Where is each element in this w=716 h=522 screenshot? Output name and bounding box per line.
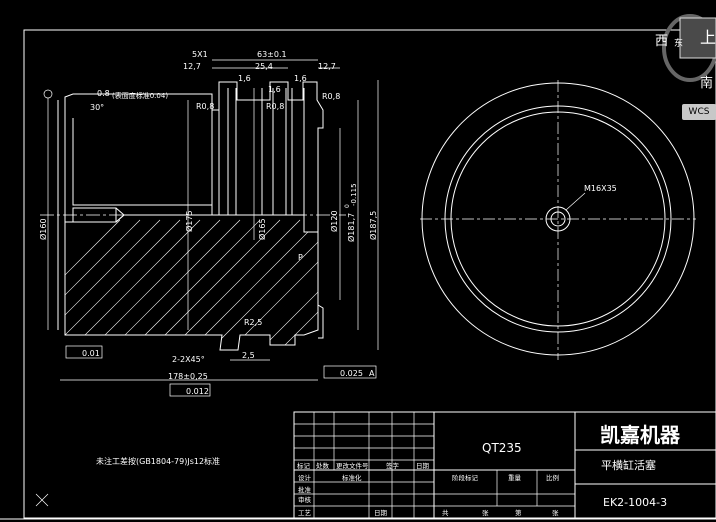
dim-181-tol-up: 0 xyxy=(344,204,351,208)
section-view xyxy=(40,59,379,397)
tb-drawing-no: EK2-1004-3 xyxy=(603,496,667,509)
dim-r0-8-c: R0,8 xyxy=(322,92,340,101)
dim-178: 178±0,25 xyxy=(168,372,208,381)
flat-tol-value: 0.012 xyxy=(186,387,209,396)
viewcube-top-face[interactable] xyxy=(679,17,716,59)
dim-165: Ø165 xyxy=(257,218,267,240)
tb-weight-label: 重量 xyxy=(508,474,522,482)
dim-12-7-right: 12,7 xyxy=(318,62,336,71)
dim-12-7-left: 12,7 xyxy=(183,62,201,71)
viewcube-compass-ring[interactable] xyxy=(662,14,716,82)
wcs-dropdown-button[interactable]: WCS xyxy=(682,104,716,120)
tb-date-label: 日期 xyxy=(374,509,388,517)
dim-30-deg: 30° xyxy=(90,103,104,112)
tb-header-docno: 更改文件号 xyxy=(336,461,369,470)
dim-181-7: Ø181,7 xyxy=(346,213,356,242)
profile-inner-top xyxy=(72,118,212,206)
tb-material: QT235 xyxy=(482,441,522,455)
round-tol-value: 0.025 xyxy=(340,369,363,378)
conc-tol-value: 0.01 xyxy=(82,349,100,358)
tb-header-count: 处数 xyxy=(316,461,330,470)
viewcube-east-label[interactable]: 东 xyxy=(674,39,684,49)
dim-r0-8-b: R0,8 xyxy=(266,102,284,111)
m16-leader xyxy=(565,192,586,211)
viewcube-south-label[interactable]: 南 xyxy=(700,76,714,91)
dim-1-6-b: 1,6 xyxy=(294,74,307,83)
dim-1-6-a: 1,6 xyxy=(238,74,251,83)
tolerance-note: 未注工差按(GB1804-79)Js12标准 xyxy=(96,456,220,466)
dim-25-4: 25,4 xyxy=(255,62,273,71)
dim-120: Ø120 xyxy=(329,210,339,232)
dim-1-6-c: 1,6 xyxy=(268,85,281,94)
ucs-icon xyxy=(35,493,49,507)
tb-header-mark: 标记 xyxy=(297,461,311,470)
dim-181-tol-dn: -0.115 xyxy=(350,183,358,206)
flat-tol-frame xyxy=(169,383,211,397)
tb-sheet-of: 第 xyxy=(515,508,522,517)
viewcube-top-label[interactable]: 上 xyxy=(700,28,716,47)
tb-role-review: 审核 xyxy=(298,495,312,504)
round-tol-ref: A xyxy=(369,369,375,378)
profile-upper xyxy=(64,81,324,339)
dim-0-8: 0.8 xyxy=(97,89,110,98)
tb-std-label: 标准化 xyxy=(342,473,362,482)
tb-header-date: 日期 xyxy=(416,462,430,470)
tb-sheet-total: 共 xyxy=(442,508,449,517)
dim-5x1: 5X1 xyxy=(192,50,208,59)
tb-scale-label: 比例 xyxy=(546,473,559,482)
title-block-frame xyxy=(293,411,716,519)
viewcube-west-label[interactable]: 西 xyxy=(655,34,669,49)
tb-sheet-label2: 张 xyxy=(552,508,559,517)
dim-r0-8-a: R0,8 xyxy=(196,102,214,111)
dim-175: Ø175 xyxy=(184,210,194,232)
tb-stage-label: 阶段标记 xyxy=(452,473,479,482)
tb-header-sign: 签字 xyxy=(386,461,400,470)
tb-role-process: 工艺 xyxy=(298,509,312,517)
dim-63: 63±0.1 xyxy=(257,50,287,59)
round-tol-frame xyxy=(323,365,377,379)
viewcube[interactable] xyxy=(656,0,716,100)
datum-symbol xyxy=(43,89,53,99)
hatch-pattern xyxy=(65,219,318,350)
dim-p-label: P xyxy=(298,253,303,262)
dim-chamfer: 2-2X45° xyxy=(172,355,205,364)
m16-label: M16X35 xyxy=(584,184,617,193)
dim-160: Ø160 xyxy=(38,218,48,240)
tb-part-name: 平横缸活塞 xyxy=(601,458,656,472)
end-view: M16X35 xyxy=(420,80,696,360)
tb-company: 凯嘉机器 xyxy=(600,423,681,447)
hatched-section xyxy=(64,214,319,351)
dim-2-5: 2,5 xyxy=(242,351,255,360)
conc-tol-frame xyxy=(65,345,103,359)
title-block xyxy=(293,411,716,519)
dim-r2-5: R2,5 xyxy=(244,318,262,327)
tb-sheet-label: 张 xyxy=(482,508,489,517)
dim-note-0-8: (表面度标准0.04) xyxy=(112,91,168,100)
dim-187-5: Ø187,5 xyxy=(368,211,378,240)
tb-role-design: 设计 xyxy=(298,473,312,482)
tb-role-approve: 批准 xyxy=(298,485,312,494)
